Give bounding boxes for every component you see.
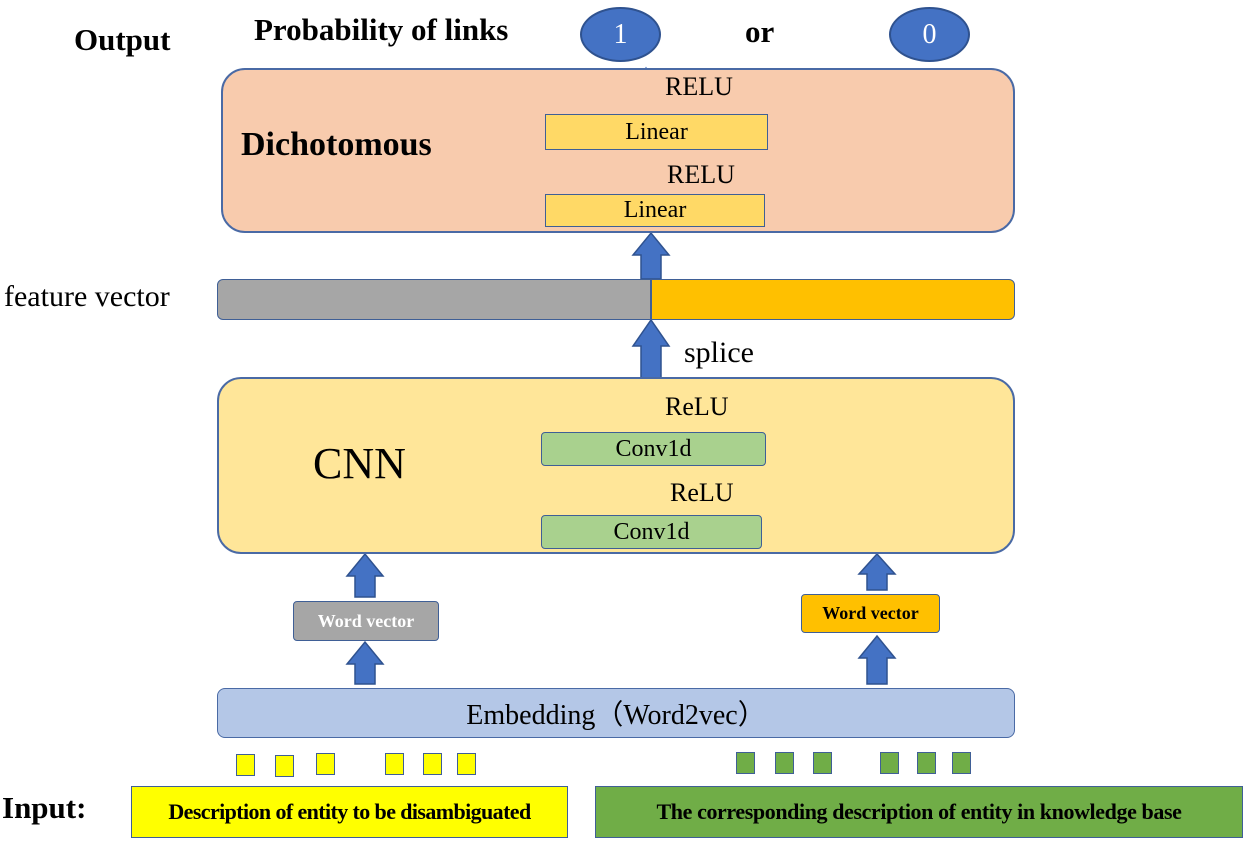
input-description-left: Description of entity to be disambiguate…: [131, 786, 568, 838]
input-label: Input:: [2, 790, 87, 825]
feature-vector-label: feature vector: [4, 280, 170, 313]
token-square: [736, 752, 755, 774]
token-square: [385, 753, 404, 775]
linear-layer-bottom: Linear: [545, 194, 765, 227]
splice-label: splice: [684, 336, 754, 369]
token-square: [880, 752, 899, 774]
token-square: [423, 753, 442, 775]
output-option-zero: 0: [889, 7, 970, 62]
block-arrow-to-feature-vector: [631, 318, 671, 379]
token-square: [813, 752, 832, 774]
token-square: [275, 755, 294, 777]
dichotomous-title: Dichotomous: [241, 126, 432, 163]
input-description-right: The corresponding description of entity …: [595, 786, 1243, 838]
output-option-one: 1: [580, 7, 661, 62]
relu-mid-label: RELU: [667, 160, 735, 189]
token-square: [917, 752, 936, 774]
token-square: [316, 753, 335, 775]
block-arrow-to-dichotomous: [631, 231, 671, 280]
feature-vector-right-segment: [651, 279, 1015, 320]
relu-top-label: RELU: [665, 72, 733, 101]
relu-cnn-mid-label: ReLU: [670, 478, 734, 507]
or-label: or: [745, 14, 775, 49]
word-vector-right: Word vector: [801, 594, 940, 633]
token-square: [775, 752, 794, 774]
linear-layer-top: Linear: [545, 114, 768, 150]
block-arrow-right-upper: [857, 552, 897, 591]
block-arrow-left-upper: [345, 552, 385, 598]
relu-cnn-top-label: ReLU: [665, 392, 729, 421]
cnn-title: CNN: [313, 439, 406, 488]
block-arrow-right-lower: [857, 634, 897, 685]
embedding-layer: Embedding（Word2vec）: [217, 688, 1015, 738]
word-vector-left: Word vector: [293, 601, 439, 641]
conv1d-layer-top: Conv1d: [541, 432, 766, 466]
token-square: [457, 753, 476, 775]
probability-label: Probability of links: [254, 12, 509, 47]
feature-vector-left-segment: [217, 279, 651, 320]
block-arrow-left-lower: [345, 640, 385, 685]
output-label: Output: [74, 22, 171, 57]
conv1d-layer-bottom: Conv1d: [541, 515, 762, 549]
token-square: [952, 752, 971, 774]
token-square: [236, 754, 255, 776]
